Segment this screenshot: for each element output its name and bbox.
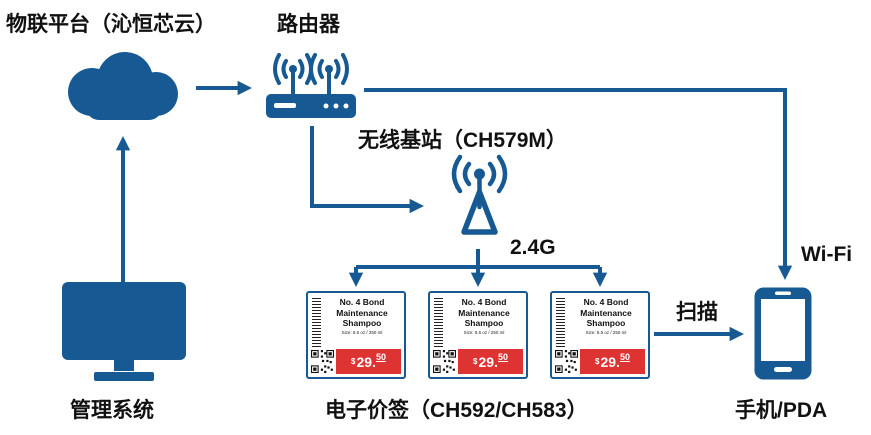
price-integer: 29.: [356, 353, 376, 370]
router-icon: [266, 53, 356, 118]
qr-code-icon: [311, 350, 334, 373]
qr-code-icon: [555, 350, 578, 373]
price: $29.50: [458, 349, 523, 374]
product-size: Size: 8.5 oz / 250 ml: [463, 329, 505, 335]
wifi-label: Wi-Fi: [801, 243, 853, 266]
price-tag: No. 4 Bond Maintenance Shampoo Size: 8.5…: [428, 291, 528, 379]
management-label: 管理系统: [70, 399, 154, 422]
scan-label: 扫描: [676, 301, 718, 324]
price-cents: 50: [619, 352, 630, 362]
esl-caption-label: 电子价签（CH592/CH583）: [325, 399, 588, 422]
currency-symbol: $: [351, 357, 356, 366]
price-cents: 50: [375, 352, 386, 362]
arrow-router-to-phone: [364, 88, 793, 281]
currency-symbol: $: [595, 357, 600, 366]
price-integer: 29.: [478, 353, 498, 370]
router-label: 路由器: [277, 13, 340, 36]
product-line: Shampoo: [464, 318, 504, 329]
price-tag: No. 4 Bond Maintenance Shampoo Size: 8.5…: [550, 291, 650, 379]
price-cents: 50: [497, 352, 508, 362]
product-line: No. 4 Bond: [339, 297, 385, 307]
barcode: [312, 298, 321, 347]
base-station-icon: [451, 154, 508, 235]
platform-label: 物联平台（沁恒芯云）: [6, 13, 216, 36]
computer-icon: [62, 282, 186, 381]
cloud-icon: [68, 52, 178, 120]
product-size: Size: 8.5 oz / 250 ml: [585, 329, 627, 335]
tag-bottom: $29.50: [433, 349, 523, 374]
product-line: No. 4 Bond: [583, 297, 629, 307]
product-line: Maintenance: [336, 307, 388, 318]
currency-symbol: $: [473, 357, 478, 366]
price: $29.50: [336, 349, 401, 374]
base-station-label: 无线基站（CH579M）: [358, 129, 567, 152]
tag-bottom: $29.50: [555, 349, 645, 374]
product-text: No. 4 Bond Maintenance Shampoo Size: 8.5…: [323, 297, 401, 335]
phone-icon: [754, 287, 812, 380]
barcode: [434, 298, 443, 347]
price: $29.50: [580, 349, 645, 374]
product-line: Shampoo: [342, 318, 382, 329]
product-text: No. 4 Bond Maintenance Shampoo Size: 8.5…: [445, 297, 523, 335]
product-text: No. 4 Bond Maintenance Shampoo Size: 8.5…: [567, 297, 645, 335]
product-line: Maintenance: [458, 307, 510, 318]
price-integer: 29.: [600, 353, 620, 370]
phone-label: 手机/PDA: [735, 399, 828, 422]
qr-code-icon: [433, 350, 456, 373]
product-line: Shampoo: [586, 318, 626, 329]
tag-bottom: $29.50: [311, 349, 401, 374]
price-tag: No. 4 Bond Maintenance Shampoo Size: 8.5…: [306, 291, 406, 379]
barcode: [556, 298, 565, 347]
product-line: Maintenance: [580, 307, 632, 318]
product-line: No. 4 Bond: [461, 297, 507, 307]
freq-label: 2.4G: [510, 236, 556, 259]
product-size: Size: 8.5 oz / 250 ml: [341, 329, 383, 335]
